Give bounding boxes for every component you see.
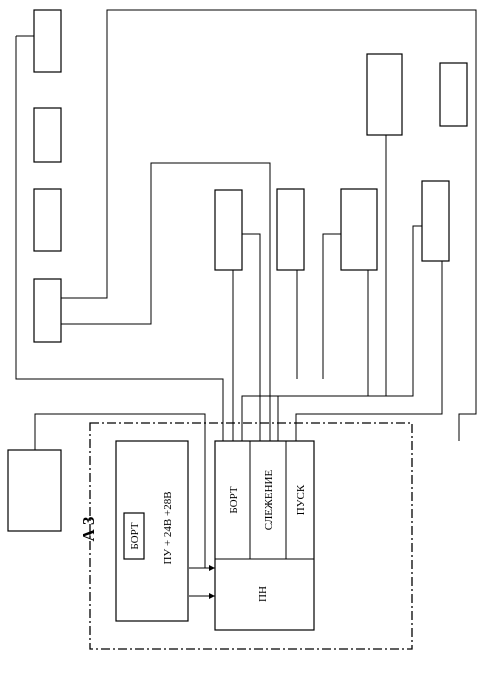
wire-upper-1 [242,233,261,441]
power-unit-label: ПУ + 24В +28В [162,491,174,564]
pn-label: ПН [257,586,269,602]
main-board-block [214,440,315,631]
section-bort-label: БОРТ [228,486,240,513]
upper-block-6 [421,180,450,262]
wire-upper-3-down [241,270,369,441]
upper-block-4 [366,53,403,136]
section-pusk-label: ПУСК [295,484,307,515]
wire-upper-6-down [295,261,443,441]
upper-block-1 [214,189,243,271]
upper-block-3 [340,188,378,271]
section-slezhenie-label: СЛЕЖЕНИЕ [263,470,275,531]
bort-inner-box [123,512,145,560]
left-block-1 [33,9,62,73]
arrow-head-1 [209,565,215,571]
wire-upper-6 [277,225,422,441]
left-block-lower [7,449,62,532]
wire-top-loop [61,9,477,441]
left-block-4 [33,278,62,343]
assembly-a3-boundary [89,422,413,650]
left-block-3 [33,188,62,252]
upper-block-5 [439,62,468,127]
wire-left-1 [15,36,224,441]
wire-upper-3 [322,233,341,379]
upper-block-2 [276,188,305,271]
wire-mid-loop [61,162,271,441]
assembly-designation: А 3 [79,516,98,541]
left-block-2 [33,107,62,163]
bort-inner-label: БОРТ [129,522,141,549]
arrow-head-2 [209,593,215,599]
